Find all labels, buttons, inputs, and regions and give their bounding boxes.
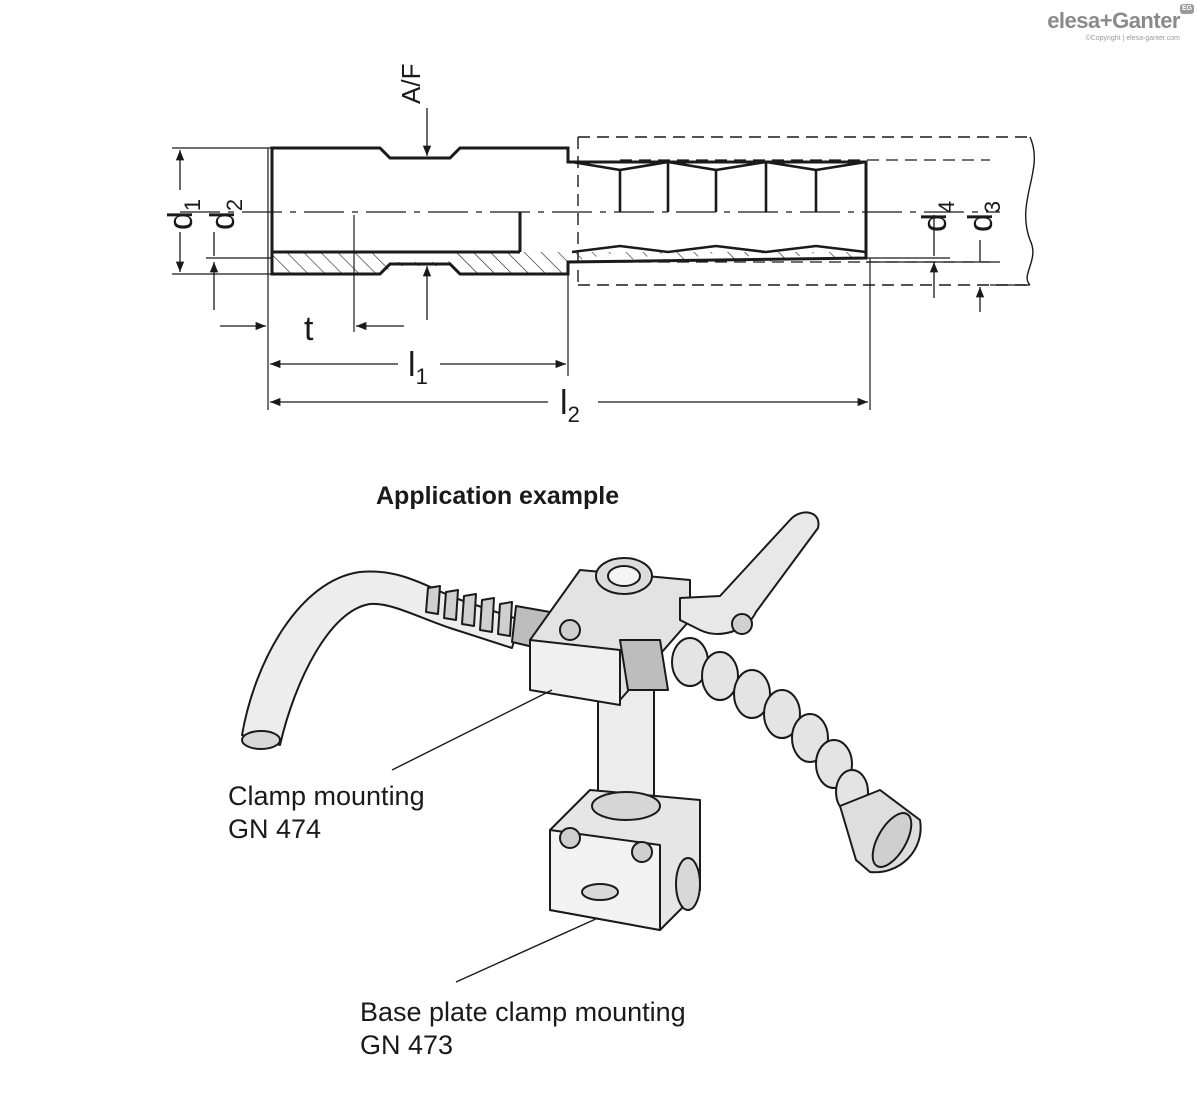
base-side-bore [675,857,701,911]
d3-subscript: 3 [980,200,1005,214]
d3-text: d [962,213,1000,232]
d2-subscript: 2 [222,198,247,212]
d4-label: d4 [916,200,959,232]
hose-nozzle-section-drawing [172,108,1035,410]
logo-badge: EG [1180,4,1194,14]
base-hex-screw-icon [559,827,581,849]
hose-break-line [1025,136,1035,286]
lever-pivot-icon [731,613,753,635]
l1-label: l1 [408,348,428,388]
l1-subscript: 1 [415,364,428,389]
l2-label: l2 [560,386,580,426]
d2-text: d [204,211,242,230]
coolant-hose-segments [619,637,922,874]
curved-hose [241,570,521,746]
clamp-top-bore-inner [607,565,641,587]
d1-text: d [162,211,200,230]
af-label: A/F [396,63,426,104]
hex-screw-icon [559,619,581,641]
callout-clamp-mounting: Clamp mounting GN 474 [228,780,425,846]
logo-text: elesa+Ganter [1047,8,1180,33]
t-label: t [304,310,314,348]
application-illustration [241,511,922,983]
d4-text: d [916,213,954,232]
d1-label: d1 [162,198,205,230]
l1-text: l [408,346,416,384]
d4-subscript: 4 [934,200,959,214]
l2-text: l [560,384,568,422]
application-heading: Application example [376,482,620,510]
clamp-block-face [529,639,621,706]
base-front-hole [581,883,619,901]
barb-serrations [571,160,867,254]
hose-outline [577,136,1030,286]
clamp-lever [679,511,820,635]
callout-base-plate-clamp: Base plate clamp mounting GN 473 [360,996,686,1062]
base-clamp-top-bore [591,791,661,821]
hose-end [241,730,281,750]
callout-leaders [391,689,599,983]
d1-subscript: 1 [180,198,205,212]
extension-lines [172,147,1030,410]
d3-label: d3 [962,200,1005,232]
d2-label: d2 [204,198,247,230]
callout-base-plate-clamp-code: GN 473 [360,1030,454,1060]
brand-logo: elesa+Ganter ©Copyright | elesa-ganter.c… [1047,4,1194,42]
callout-base-plate-clamp-name: Base plate clamp mounting [360,997,686,1027]
base-hex-screw-2-icon [631,841,653,863]
callout-clamp-mounting-name: Clamp mounting [228,781,425,811]
callout-clamp-mounting-code: GN 474 [228,814,322,844]
logo-copyright: ©Copyright | elesa-ganter.com [1085,35,1180,42]
l2-subscript: 2 [567,402,580,427]
dimension-lines [175,108,985,407]
